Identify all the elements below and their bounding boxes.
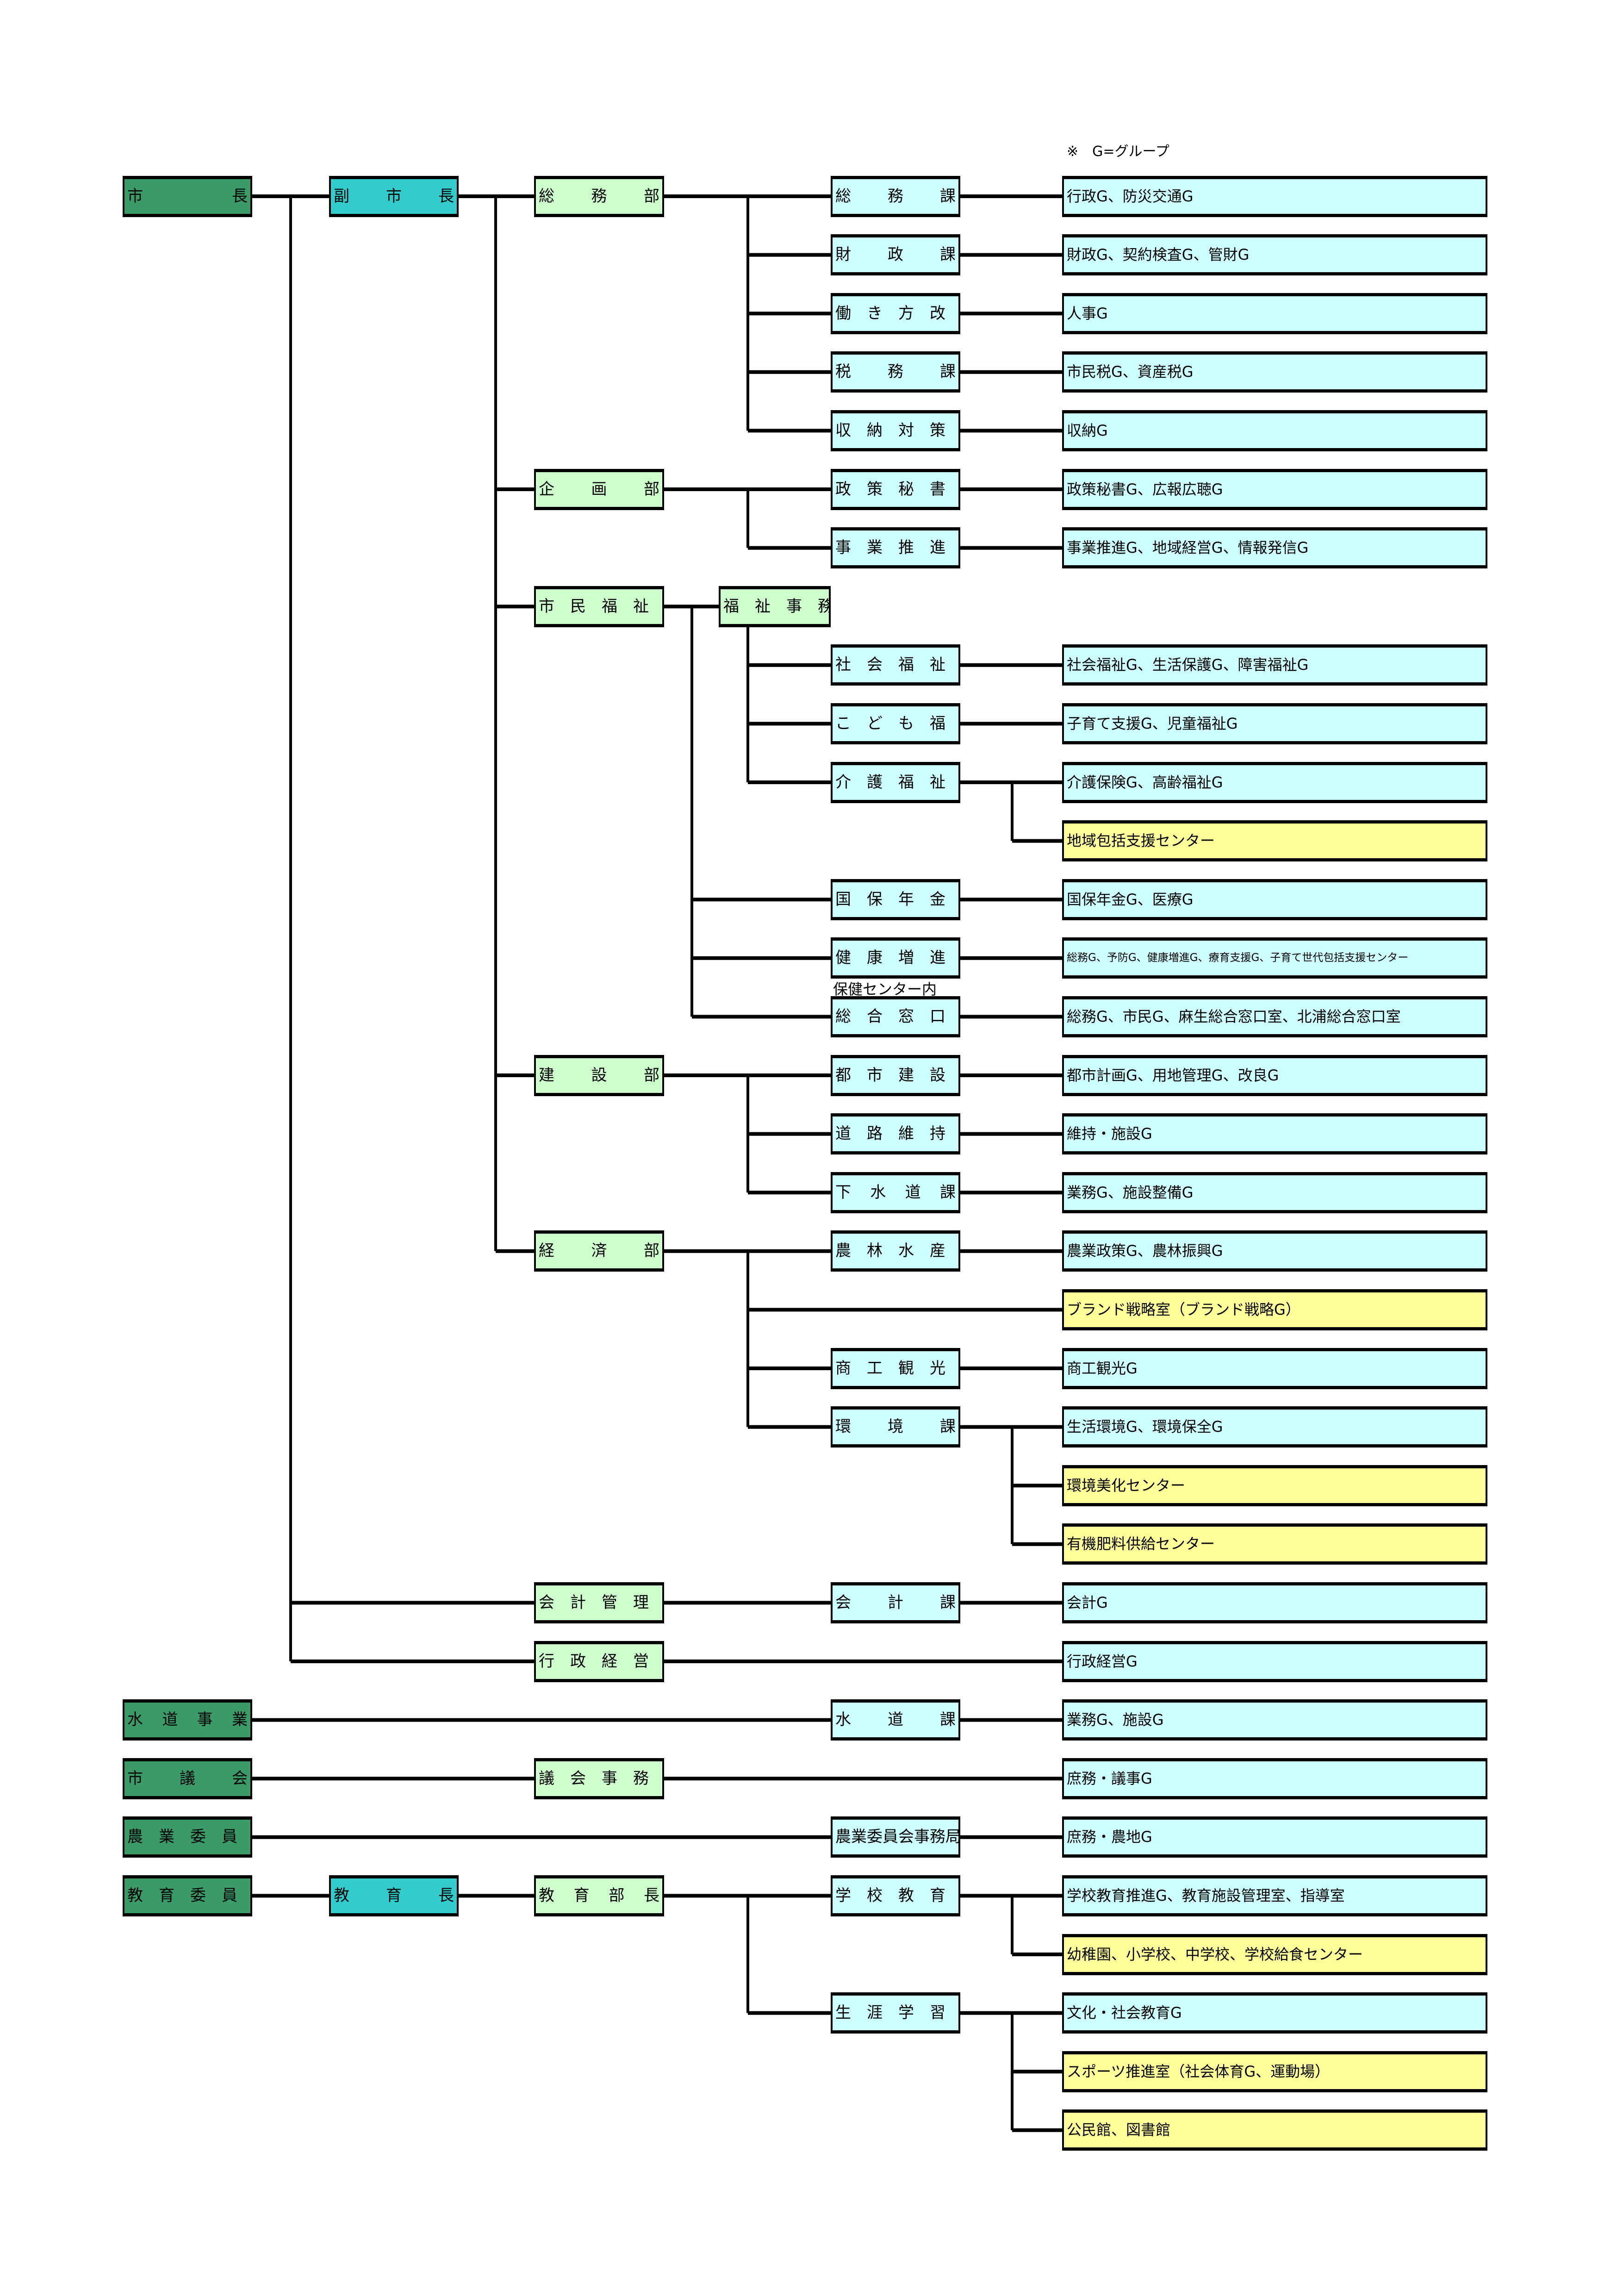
department-box: 行 政 経 営 課 bbox=[534, 1641, 664, 1682]
group-box: 財政G、契約検査G、管財G bbox=[1062, 234, 1487, 276]
section-box: 働 き 方 改 革 課 bbox=[831, 293, 960, 334]
section-box: 総 務 課 bbox=[831, 175, 960, 217]
group-box: 庶務・議事G bbox=[1062, 1758, 1487, 1799]
group-box: 行政G、防災交通G bbox=[1062, 175, 1487, 217]
section-box: 環 境 課 bbox=[831, 1406, 960, 1448]
water-business-box: 水 道 事 業 bbox=[123, 1699, 252, 1741]
group-box: 都市計画G、用地管理G、改良G bbox=[1062, 1054, 1487, 1096]
group-box: 市民税G、資産税G bbox=[1062, 351, 1487, 393]
section-box: 農業委員会事務局 bbox=[831, 1816, 960, 1858]
superintendent-box: 教 育 長 bbox=[329, 1875, 459, 1916]
group-box: 社会福祉G、生活保護G、障害福祉G bbox=[1062, 644, 1487, 686]
mayor-box: 市 長 bbox=[123, 175, 252, 217]
group-box: 業務G、施設G bbox=[1062, 1699, 1487, 1741]
legend-note: ※ G=グループ bbox=[1067, 144, 1169, 160]
section-box: 収 納 対 策 課 bbox=[831, 410, 960, 451]
department-box: 経 済 部 bbox=[534, 1230, 664, 1272]
department-box: 企 画 部 bbox=[534, 468, 664, 510]
group-box: 学校教育推進G、教育施設管理室、指導室 bbox=[1062, 1875, 1487, 1916]
section-box: 水 道 課 bbox=[831, 1699, 960, 1741]
group-box: 会計G bbox=[1062, 1582, 1487, 1623]
group-box: 収納G bbox=[1062, 410, 1487, 451]
department-box: 議 会 事 務 局 bbox=[534, 1758, 664, 1799]
group-box: 総務G、市民G、麻生総合窓口室、北浦総合窓口室 bbox=[1062, 996, 1487, 1037]
group-box: 維持・施設G bbox=[1062, 1113, 1487, 1155]
welfare-office-box: 福 祉 事 務 所 bbox=[719, 586, 831, 627]
center-box: 公民館、図書館 bbox=[1062, 2109, 1487, 2151]
center-box: 有機肥料供給センター bbox=[1062, 1523, 1487, 1565]
center-box: ブランド戦略室（ブランド戦略G） bbox=[1062, 1289, 1487, 1330]
section-box: 介 護 福 祉 課 bbox=[831, 761, 960, 803]
group-box: 人事G bbox=[1062, 293, 1487, 334]
section-box: 農 林 水 産 課 bbox=[831, 1230, 960, 1272]
department-box: 市 民 福 祉 部 bbox=[534, 586, 664, 627]
edu-committee-box: 教 育 委 員 会 bbox=[123, 1875, 252, 1916]
center-box: スポーツ推進室（社会体育G、運動場） bbox=[1062, 2051, 1487, 2092]
group-box: 介護保険G、高齢福祉G bbox=[1062, 761, 1487, 803]
group-box: 行政経営G bbox=[1062, 1641, 1487, 1682]
agri-committee-box: 農 業 委 員 会 bbox=[123, 1816, 252, 1858]
deputy-mayor-box: 副 市 長 bbox=[329, 175, 459, 217]
center-box: 地域包括支援センター bbox=[1062, 820, 1487, 862]
section-box: 社 会 福 祉 課 bbox=[831, 644, 960, 686]
group-box: 庶務・農地G bbox=[1062, 1816, 1487, 1858]
section-box: 商 工 観 光 課 bbox=[831, 1348, 960, 1389]
section-box: 学 校 教 育 課 bbox=[831, 1875, 960, 1916]
group-box: 政策秘書G、広報広聴G bbox=[1062, 468, 1487, 510]
department-box: 教 育 部 長 bbox=[534, 1875, 664, 1916]
department-box: 総 務 部 bbox=[534, 175, 664, 217]
section-box: 生 涯 学 習 課 bbox=[831, 1992, 960, 2034]
group-box: 生活環境G、環境保全G bbox=[1062, 1406, 1487, 1448]
section-box: こ ど も 福 祉 課 bbox=[831, 703, 960, 744]
group-box: 子育て支援G、児童福祉G bbox=[1062, 703, 1487, 744]
department-box: 会 計 管 理 者 bbox=[534, 1582, 664, 1623]
group-box: 文化・社会教育G bbox=[1062, 1992, 1487, 2034]
section-box: 下 水 道 課 bbox=[831, 1172, 960, 1213]
section-box: 都 市 建 設 課 bbox=[831, 1054, 960, 1096]
section-box: 事 業 推 進 課 bbox=[831, 527, 960, 569]
group-box: 業務G、施設整備G bbox=[1062, 1172, 1487, 1213]
group-box: 事業推進G、地域経営G、情報発信G bbox=[1062, 527, 1487, 569]
center-box: 幼稚園、小学校、中学校、学校給食センター bbox=[1062, 1934, 1487, 1975]
group-box: 総務G、予防G、健康増進G、療育支援G、子育て世代包括支援センター bbox=[1062, 937, 1487, 979]
group-box: 商工観光G bbox=[1062, 1348, 1487, 1389]
department-box: 建 設 部 bbox=[534, 1054, 664, 1096]
group-box: 国保年金G、医療G bbox=[1062, 879, 1487, 920]
section-box: 総 合 窓 口 課 bbox=[831, 996, 960, 1037]
section-box: 国 保 年 金 課 bbox=[831, 879, 960, 920]
section-box: 政 策 秘 書 課 bbox=[831, 468, 960, 510]
section-box: 税 務 課 bbox=[831, 351, 960, 393]
section-box: 会 計 課 bbox=[831, 1582, 960, 1623]
section-box: 財 政 課 bbox=[831, 234, 960, 276]
section-box: 道 路 維 持 課 bbox=[831, 1113, 960, 1155]
section-box: 健 康 増 進 課 bbox=[831, 937, 960, 979]
city-council-box: 市 議 会 bbox=[123, 1758, 252, 1799]
center-box: 環境美化センター bbox=[1062, 1465, 1487, 1506]
group-box: 農業政策G、農林振興G bbox=[1062, 1230, 1487, 1272]
health-center-note: 保健センター内 bbox=[833, 980, 937, 998]
